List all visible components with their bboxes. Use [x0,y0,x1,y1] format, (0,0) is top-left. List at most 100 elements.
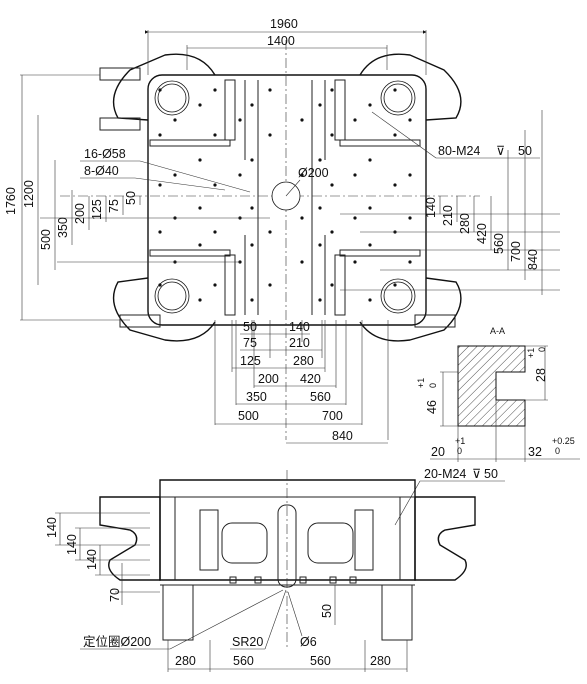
dim-s-140b: 140 [65,534,79,555]
dim-s-280a: 280 [175,654,196,668]
hole-dot [238,173,242,177]
dim-s-140c: 140 [85,549,99,570]
hole-dot [158,183,162,187]
hole-dot [173,118,177,122]
hole-dot [250,298,254,302]
hole-dot [368,158,372,162]
dim-b-140: 140 [289,320,310,334]
hole-dot [330,183,334,187]
hole-dot [213,133,217,137]
bolt-row [229,576,357,584]
dim-840: 840 [526,249,540,270]
dim-1760: 1760 [4,187,18,215]
bolt-head [254,576,262,584]
dim-s-140a: 140 [45,517,59,538]
hole-dot [173,173,177,177]
dim-b-200: 200 [258,372,279,386]
hole-dot [408,260,412,264]
bolt-head [299,576,307,584]
section-title: A-A [490,326,505,336]
dim-50: 50 [124,191,138,205]
dim-46: 46 [425,400,439,414]
tapped-hole-pattern [158,88,412,302]
bolt-head [329,576,337,584]
dim-500: 500 [39,229,53,250]
dim-700: 700 [509,241,523,262]
dim-1400: 1400 [267,34,295,48]
hole-dot [393,183,397,187]
tie-bar-bosses [99,53,462,342]
dim-1200: 1200 [22,180,36,208]
hole-dot [408,216,412,220]
hole-dot [353,216,357,220]
dim-left: 1760 1200 500 350 200 125 75 50 [4,74,270,321]
callout-80-depth: 50 [518,144,532,158]
hole-dot [198,158,202,162]
dim-420: 420 [475,223,489,244]
hole-dot [330,230,334,234]
callout-depth-symbol: ⊽ [496,144,505,158]
hole-dot [250,103,254,107]
hole-dot [198,243,202,247]
hole-dot [300,173,304,177]
dim-b-350: 350 [246,390,267,404]
callout-center-200: Ø200 [298,166,329,180]
hole-dot [393,88,397,92]
hole-dot [300,118,304,122]
hole-dot [318,158,322,162]
hole-dot [213,183,217,187]
hole-dot [213,283,217,287]
hole-dot [408,173,412,177]
hole-dot [393,133,397,137]
dim-b-50: 50 [243,320,257,334]
dim-210: 210 [441,205,455,226]
dim-top: 1960 1400 [145,17,427,75]
dim-b-125: 125 [240,354,261,368]
hole-dot [408,118,412,122]
dim-b-75: 75 [243,336,257,350]
dim-s-560b: 560 [310,654,331,668]
hole-dot [318,103,322,107]
hole-dot [353,173,357,177]
hole-dot [250,206,254,210]
dim-20: 20 [431,445,445,459]
dim-28: 28 [534,368,548,382]
tol-32-upper: +0.25 [552,436,575,446]
hole-dot [368,206,372,210]
dim-s-560a: 560 [233,654,254,668]
top-view: 1960 1400 1760 1200 500 350 200 125 75 [4,17,560,444]
hole-dot [268,88,272,92]
tol-46-upper: +1 [416,378,426,388]
hole-dot [158,88,162,92]
dim-s-50: 50 [320,604,334,618]
callout-20-m24: 20-M24 [424,467,466,481]
tol-46-lower: 0 [428,383,438,388]
hole-dot [158,230,162,234]
dim-140: 140 [424,197,438,218]
dim-280: 280 [458,213,472,234]
bolt-head [229,576,237,584]
tol-20-lower: 0 [457,446,462,456]
hole-dot [198,298,202,302]
hole-dot [368,298,372,302]
hole-dot [330,88,334,92]
dim-s-70: 70 [108,588,122,602]
hole-dot [268,230,272,234]
hole-dot [318,298,322,302]
dim-75: 75 [107,199,121,213]
tol-28-upper: +1 [526,348,536,358]
dim-s-280b: 280 [370,654,391,668]
platen-outline [147,74,427,326]
tol-32-lower: 0 [555,446,560,456]
hole-dot [158,283,162,287]
hole-dot [198,103,202,107]
callout-sr20: SR20 [232,635,263,649]
dim-b-210: 210 [289,336,310,350]
dim-b-700: 700 [322,409,343,423]
hole-dot [353,260,357,264]
hole-dot [213,88,217,92]
dim-350: 350 [56,217,70,238]
hole-dot [250,243,254,247]
dim-200: 200 [73,203,87,224]
